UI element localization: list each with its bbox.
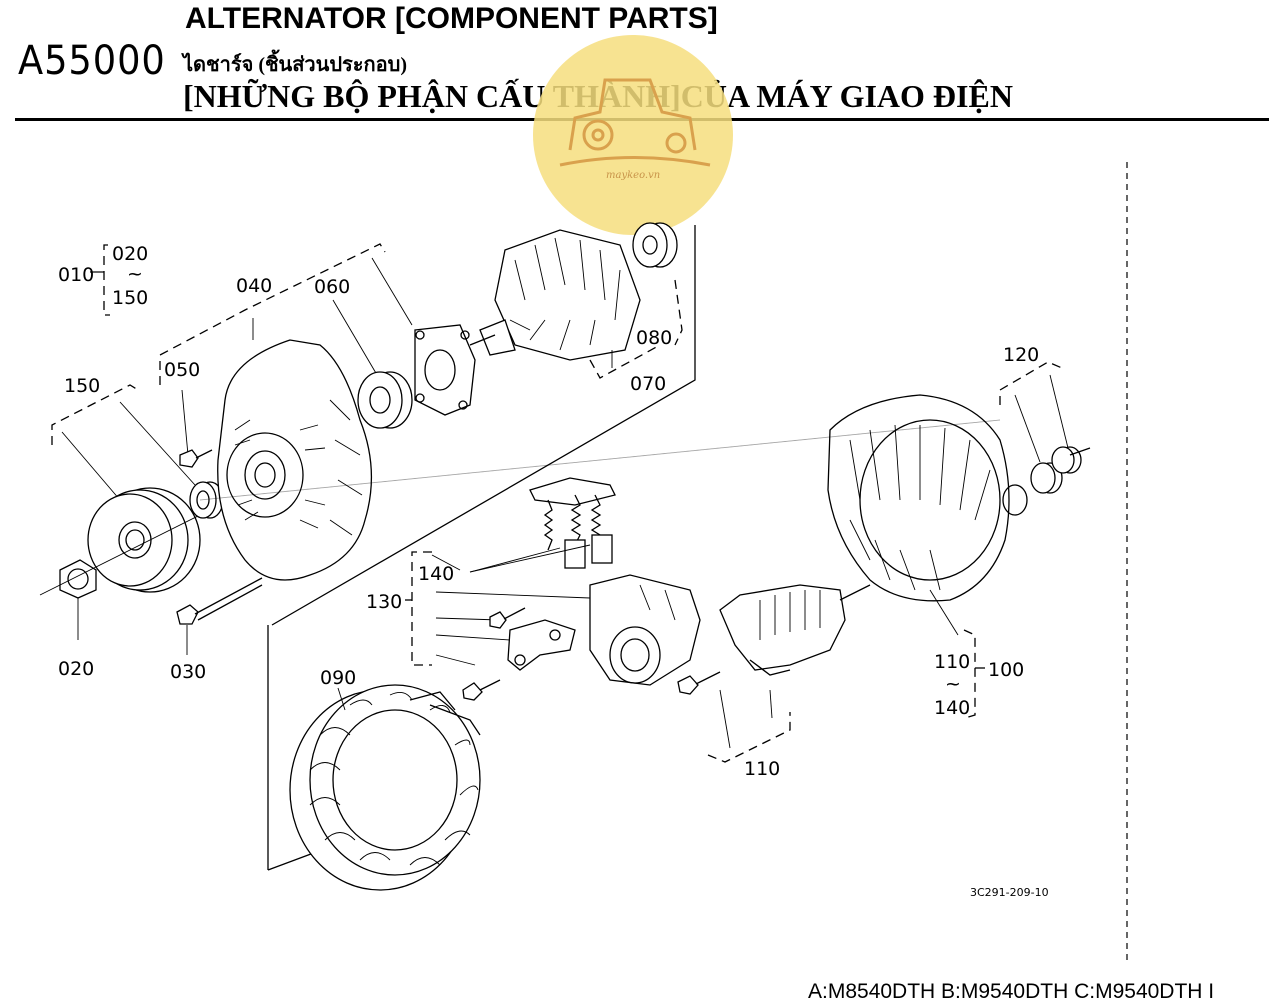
- bracket-130: [411, 551, 432, 666]
- callout-070: 070: [630, 373, 666, 395]
- screw-c: [677, 671, 721, 695]
- callout-140-range: 140: [934, 697, 970, 719]
- bracket-010: [103, 244, 110, 316]
- watermark-text: maykeo.vn: [606, 170, 660, 181]
- bracket-110: [707, 712, 791, 763]
- tilde-range-b: ~: [945, 673, 961, 695]
- bracket-150: [51, 384, 139, 445]
- spacer-collar: [189, 481, 224, 519]
- callout-010: 010: [58, 264, 94, 286]
- callout-030: 030: [170, 661, 206, 683]
- callout-100: 100: [988, 659, 1024, 681]
- terminal-clip: [507, 619, 576, 671]
- callout-060: 060: [314, 276, 350, 298]
- part-group-code: A55000: [18, 38, 166, 84]
- callout-110: 110: [744, 758, 780, 780]
- bearing-060: [357, 371, 413, 429]
- callout-080: 080: [636, 327, 672, 349]
- bearing-080: [632, 222, 678, 268]
- bracket-120: [999, 361, 1063, 405]
- callout-120: 120: [1003, 344, 1039, 366]
- bracket-100: [963, 629, 976, 719]
- watermark: maykeo.vn: [533, 35, 733, 235]
- screw-050: [179, 449, 213, 468]
- tractor-icon: [559, 78, 711, 167]
- callout-110-range: 110: [934, 651, 970, 673]
- callout-050: 050: [164, 359, 200, 381]
- drive-end-frame: [217, 339, 373, 581]
- screw-a: [489, 607, 526, 629]
- pulley: [87, 487, 201, 593]
- brush-holder: [589, 574, 701, 686]
- bolt-030: [176, 577, 263, 625]
- boundary-center: [271, 225, 696, 626]
- callout-130: 130: [366, 591, 402, 613]
- screw-b: [462, 679, 501, 701]
- callout-090: 090: [320, 667, 356, 689]
- callout-020: 020: [58, 658, 94, 680]
- nut-120: [1030, 446, 1091, 494]
- figure-code: 3C291-209-10: [970, 886, 1049, 899]
- title-english: ALTERNATOR [COMPONENT PARTS]: [185, 2, 718, 35]
- bracket-080: [674, 279, 683, 346]
- stator: [289, 684, 481, 891]
- title-thai: ไดชาร์จ (ชิ้นส่วนประกอบ): [183, 54, 407, 76]
- retainer-plate: [414, 324, 476, 416]
- rectifier: [719, 584, 846, 676]
- bracket-070: [589, 344, 661, 379]
- nut: [59, 559, 97, 599]
- tilde-range-a: ~: [127, 263, 143, 285]
- callout-150-range: 150: [112, 287, 148, 309]
- callout-150: 150: [64, 375, 100, 397]
- boundary-top: [159, 243, 386, 385]
- callout-020-range: 020: [112, 243, 148, 265]
- brush-springs: [529, 477, 616, 569]
- applicable-models: A:M8540DTH B:M9540DTH C:M9540DTH I: [808, 980, 1215, 1003]
- rotor: [469, 229, 641, 361]
- callout-140: 140: [418, 563, 454, 585]
- rear-end-frame: [827, 394, 1028, 602]
- callout-040: 040: [236, 275, 272, 297]
